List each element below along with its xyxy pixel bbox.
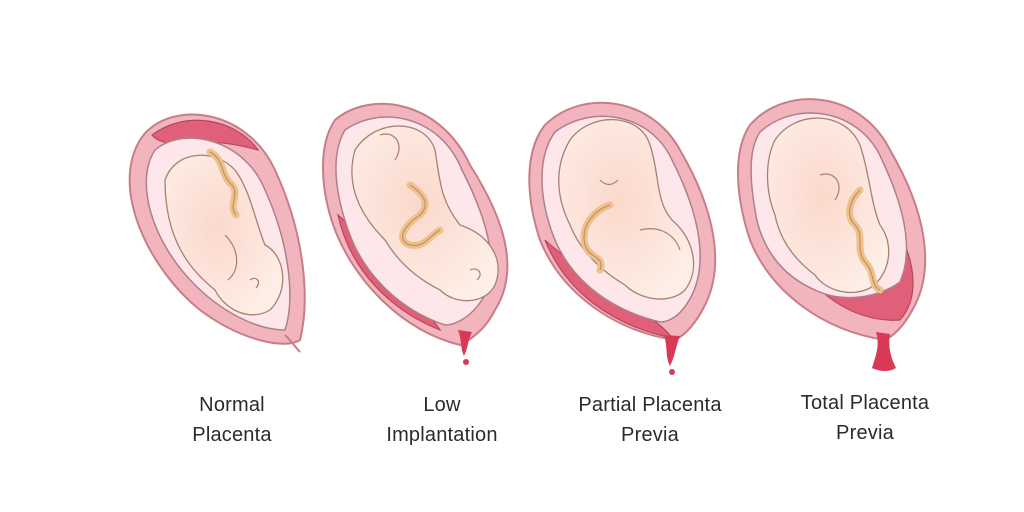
fetus-ear: [249, 277, 260, 289]
fetus-limb: [224, 234, 238, 281]
fetus-limb: [639, 228, 681, 251]
umbilical-cord-outline: [209, 151, 237, 216]
bleeding: [458, 330, 472, 356]
caption-line-1: Total Placenta: [800, 392, 930, 414]
figure-normal-placenta: [128, 113, 306, 353]
caption-normal-placenta: Normal Placenta: [132, 390, 332, 450]
caption-line-2: Placenta: [192, 424, 272, 446]
umbilical-cord-outline: [849, 189, 881, 291]
figure-low-implantation: [322, 102, 509, 365]
bleeding: [872, 332, 896, 371]
umbilical-cord-outline: [402, 184, 441, 246]
figure-partial-placenta-previa: [528, 101, 717, 375]
caption-partial-placenta-previa: Partial Placenta Previa: [550, 390, 750, 450]
caption-total-placenta-previa: Total Placenta Previa: [765, 388, 965, 448]
caption-line-2: Implantation: [386, 424, 498, 446]
fetus-ear: [469, 268, 481, 281]
blood-drop: [463, 359, 469, 365]
figure-total-placenta-previa: [737, 98, 927, 371]
umbilical-cord-outline: [583, 204, 611, 271]
caption-line-2: Previa: [621, 424, 679, 446]
fetus-limb: [379, 133, 400, 161]
blood-drop: [669, 369, 675, 375]
cervix: [284, 334, 301, 353]
fetus-face: [599, 179, 619, 186]
bleeding: [664, 335, 680, 366]
caption-line-1: Normal: [199, 394, 265, 416]
fetus: [164, 154, 284, 316]
caption-line-1: Low: [423, 394, 461, 416]
caption-low-implantation: Low Implantation: [342, 390, 542, 450]
caption-line-2: Previa: [836, 422, 894, 444]
caption-line-1: Partial Placenta: [578, 394, 722, 416]
fetus-limb: [819, 173, 840, 201]
